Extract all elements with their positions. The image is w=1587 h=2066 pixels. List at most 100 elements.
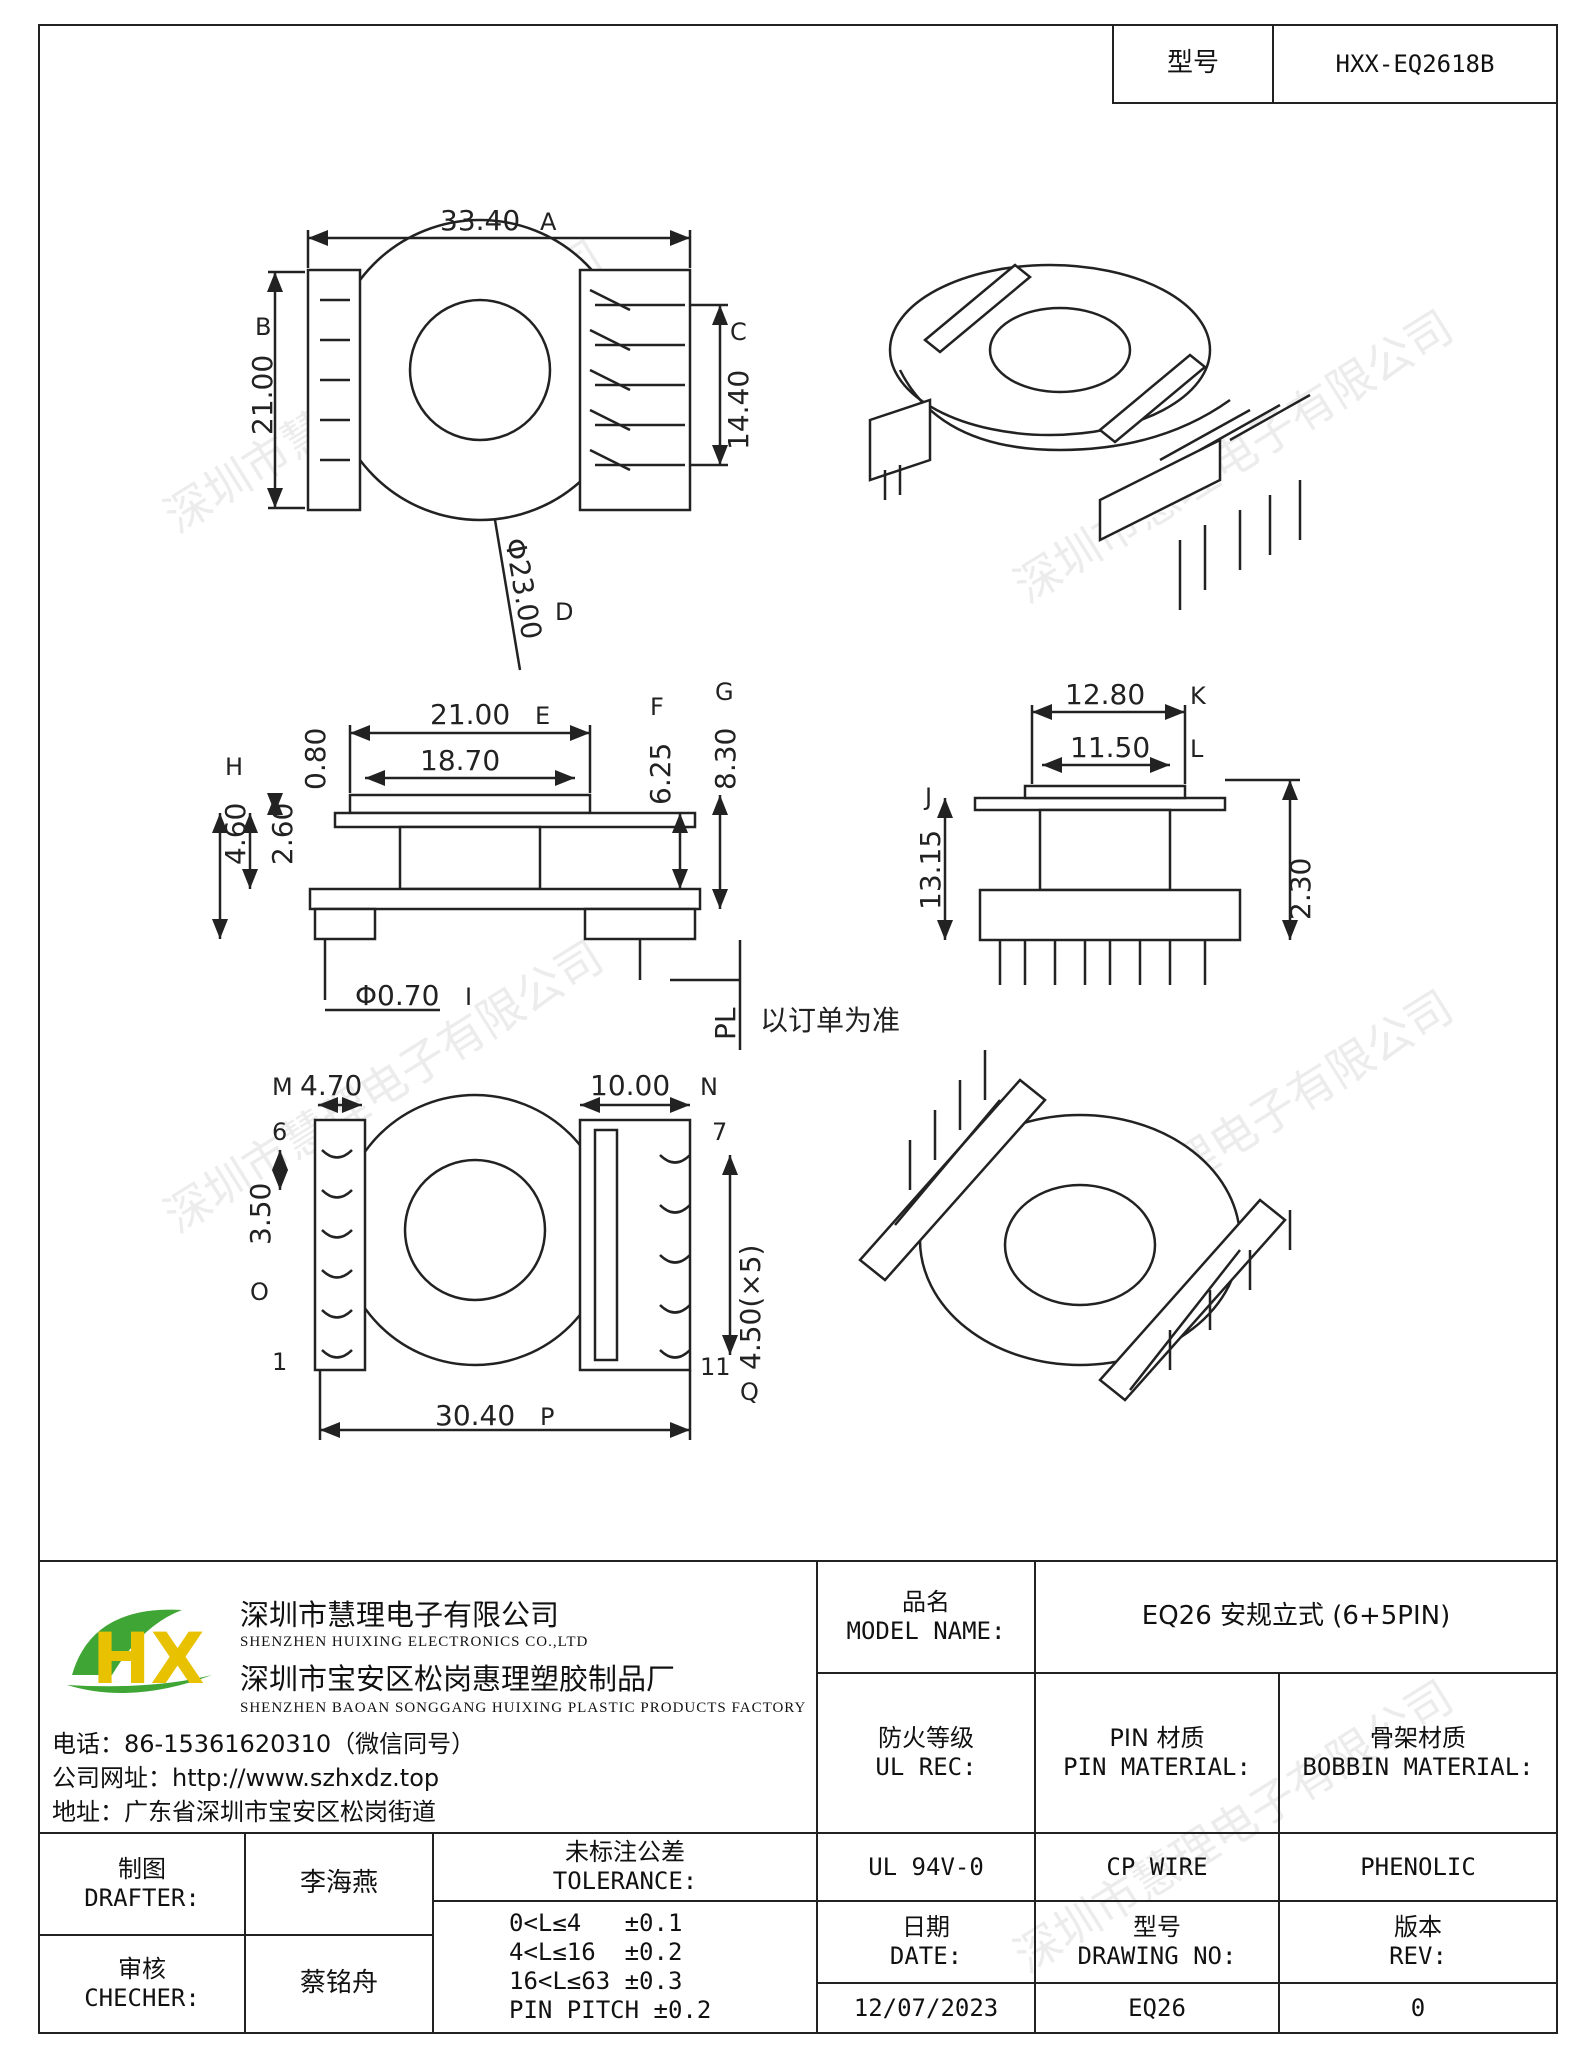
top-view [267, 218, 728, 671]
contact-phone: 电话：86-15361620310（微信同号） [52, 1730, 476, 1758]
bobbin-material-en: BOBBIN MATERIAL: [1302, 1753, 1534, 1781]
dim-m-ref: M [272, 1073, 293, 1101]
technical-drawing: 33.40 A 21.00 B 14.40 C Φ23.00 D 21.00 E… [212, 204, 1317, 1440]
pin-material-label: PIN 材质 PIN MATERIAL: [1034, 1672, 1280, 1834]
company-logo: HX [52, 1595, 222, 1705]
bobbin-material-label: 骨架材质 BOBBIN MATERIAL: [1278, 1672, 1558, 1834]
tolerance-label: 未标注公差 TOLERANCE: [432, 1832, 818, 1902]
drafter-label: 制图 DRAFTER: [38, 1832, 246, 1936]
model-name-en: MODEL NAME: [846, 1617, 1006, 1645]
iso-view-top [868, 263, 1311, 610]
drawing-no-value: EQ26 [1034, 1982, 1280, 2034]
contact-address: 地址：广东省深圳市宝安区松岗街道 [52, 1798, 436, 1826]
dim-q-ref: Q [740, 1378, 759, 1406]
dim-18-70: 18.70 [420, 744, 500, 777]
pl-note: 以订单为准 [760, 1004, 900, 1037]
company-name-en: SHENZHEN HUIXING ELECTRONICS CO.,LTD [240, 1634, 589, 1650]
logo-text: HX [92, 1618, 205, 1700]
fire-rating-value: UL 94V-0 [816, 1832, 1036, 1902]
pin-material-en: PIN MATERIAL: [1063, 1753, 1251, 1781]
dim-g-ref: G [715, 678, 734, 706]
dim-i: Φ0.70 [355, 979, 439, 1012]
drawing-no-en: DRAWING NO: [1077, 1942, 1237, 1970]
pin-7-label: 7 [712, 1118, 727, 1146]
tolerance-table: 0<L≤4 ±0.1 4<L≤16 ±0.2 16<L≤63 ±0.3 PIN … [432, 1900, 818, 2034]
dim-n-ref: N [700, 1073, 718, 1101]
dim-a: 33.40 [440, 204, 520, 237]
dim-j-ref: J [923, 783, 932, 811]
tolerance-en: TOLERANCE: [552, 1867, 698, 1895]
front-view [937, 704, 1300, 985]
dim-i-ref: I [465, 983, 472, 1011]
drawing-no-label: 型号 DRAWING NO: [1034, 1900, 1280, 1984]
dim-q: 4.50(×5) [734, 1245, 767, 1370]
dim-a-ref: A [540, 208, 557, 236]
checker-en: CHECHER: [84, 1984, 200, 2012]
dim-b: 21.00 [246, 355, 279, 435]
dim-h: 4.60 [219, 803, 252, 865]
dim-j: 13.15 [914, 830, 947, 910]
factory-name-en: SHENZHEN BAOAN SONGGANG HUIXING PLASTIC … [240, 1700, 807, 1716]
drafter-value: 李海燕 [244, 1832, 434, 1936]
dim-2-60: 2.60 [266, 803, 299, 865]
checker-cn: 审核 [118, 1955, 166, 1984]
pin-material-cn: PIN 材质 [1109, 1724, 1205, 1753]
date-en: DATE: [889, 1942, 963, 1970]
checker-value: 蔡铭舟 [244, 1934, 434, 2034]
rev-value: 0 [1278, 1982, 1558, 2034]
dim-m: 4.70 [300, 1069, 362, 1102]
tolerance-row: 16<L≤63 ±0.3 [509, 1967, 683, 1995]
pin-6-label: 6 [272, 1118, 287, 1146]
fire-rating-en: UL REC: [875, 1753, 977, 1781]
date-value: 12/07/2023 [816, 1982, 1036, 2034]
factory-name-cn: 深圳市宝安区松岗惠理塑胶制品厂 [240, 1662, 676, 1696]
dim-p-ref: P [540, 1403, 554, 1431]
dim-h-ref: H [225, 753, 243, 781]
fire-rating-label: 防火等级 UL REC: [816, 1672, 1036, 1834]
fire-rating-cn: 防火等级 [878, 1724, 974, 1753]
bobbin-material-cn: 骨架材质 [1370, 1724, 1466, 1753]
drafter-en: DRAFTER: [84, 1884, 200, 1912]
dim-c-ref: C [730, 318, 747, 346]
dim-n: 10.00 [590, 1069, 670, 1102]
company-name-cn: 深圳市慧理电子有限公司 [240, 1598, 560, 1632]
dim-g: 8.30 [709, 728, 742, 790]
iso-view-bottom [858, 1050, 1292, 1402]
dim-l-ref: L [1190, 735, 1204, 763]
pin-11-label: 11 [700, 1353, 731, 1381]
dim-2-30: 2.30 [1284, 858, 1317, 920]
tolerance-row: PIN PITCH ±0.2 [509, 1995, 712, 2024]
pin-1-label: 1 [272, 1348, 287, 1376]
dim-o: 3.50 [244, 1183, 277, 1245]
dim-l: 11.50 [1070, 731, 1150, 764]
pin-material-value: CP WIRE [1034, 1832, 1280, 1902]
model-name-value: EQ26 安规立式 (6+5PIN) [1034, 1560, 1558, 1674]
drawing-no-cn: 型号 [1133, 1913, 1181, 1942]
tolerance-cn: 未标注公差 [565, 1838, 685, 1867]
side-view [212, 725, 742, 1050]
dim-d-ref: D [555, 598, 573, 626]
model-name-cn: 品名 [902, 1588, 950, 1617]
bobbin-material-value: PHENOLIC [1278, 1832, 1558, 1902]
date-cn: 日期 [902, 1913, 950, 1942]
rev-cn: 版本 [1394, 1913, 1442, 1942]
dim-e-ref: E [535, 702, 550, 730]
bottom-view [272, 1093, 738, 1440]
dim-f: 6.25 [644, 743, 677, 805]
dim-b-ref: B [255, 313, 271, 341]
dim-k-ref: K [1190, 682, 1207, 710]
rev-en: REV: [1389, 1942, 1447, 1970]
dim-o-ref: O [250, 1278, 269, 1306]
header-model-value: HXX-EQ2618B [1272, 24, 1558, 104]
dim-f-ref: F [650, 693, 664, 721]
dim-pl: PL [709, 1007, 742, 1040]
dim-e: 21.00 [430, 698, 510, 731]
dim-p: 30.40 [435, 1399, 515, 1432]
dim-c: 14.40 [722, 370, 755, 450]
dim-k: 12.80 [1065, 678, 1145, 711]
checker-label: 审核 CHECHER: [38, 1934, 246, 2034]
contact-website: 公司网址：http://www.szhxdz.top [52, 1764, 440, 1792]
dim-0-80: 0.80 [299, 728, 332, 790]
tolerance-row: 0<L≤4 ±0.1 [509, 1909, 683, 1938]
date-label: 日期 DATE: [816, 1900, 1036, 1984]
